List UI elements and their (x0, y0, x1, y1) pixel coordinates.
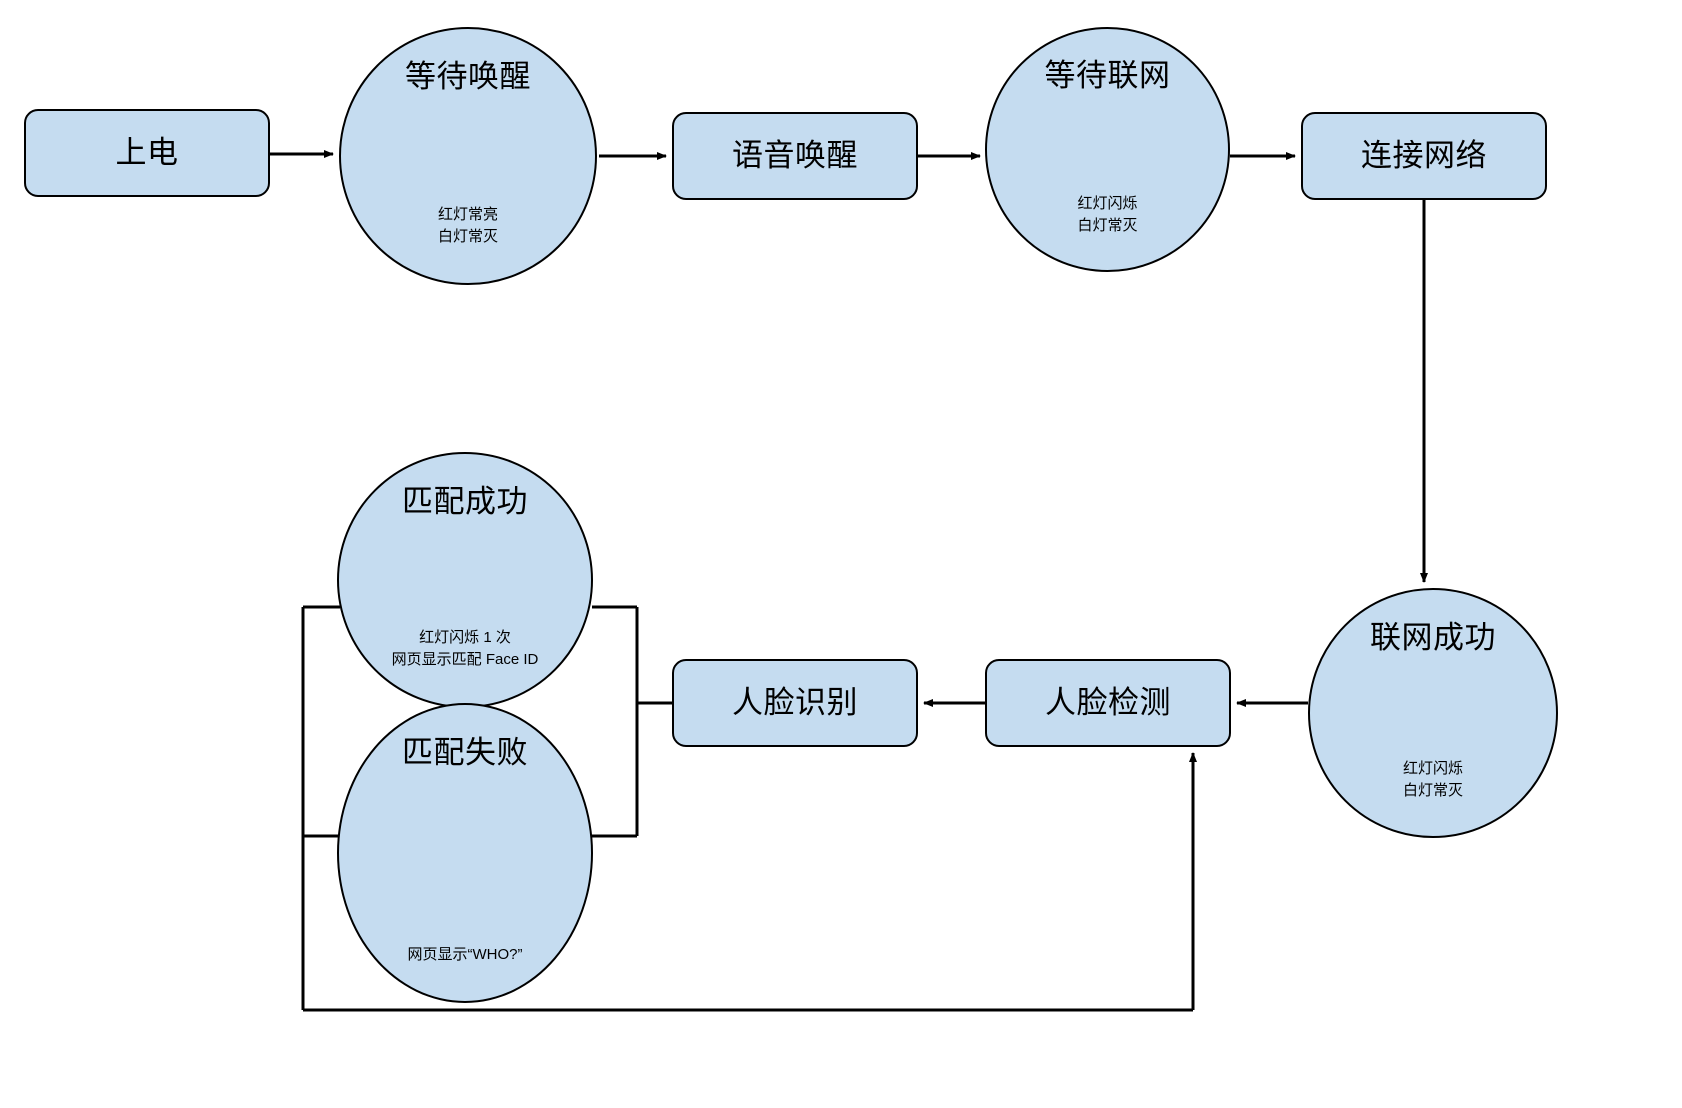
node-face-detect[interactable]: 人脸检测 (985, 659, 1231, 747)
node-wait-wakeup-sub: 红灯常亮 白灯常灭 (437, 205, 498, 245)
node-match-fail[interactable]: 匹配失败 网页显示“WHO?” (337, 703, 593, 1003)
node-match-fail-title: 匹配失败 (402, 735, 528, 771)
node-connect-network-title: 连接网络 (1361, 138, 1487, 174)
node-match-success-title: 匹配成功 (402, 484, 528, 520)
node-network-success-title: 联网成功 (1370, 619, 1496, 655)
node-network-success[interactable]: 联网成功 红灯闪烁 白灯常灭 (1308, 588, 1558, 838)
node-power-on[interactable]: 上电 (24, 109, 270, 197)
node-face-recognize[interactable]: 人脸识别 (672, 659, 918, 747)
node-match-success[interactable]: 匹配成功 红灯闪烁 1 次 网页显示匹配 Face ID (337, 452, 593, 708)
node-voice-wakeup-title: 语音唤醒 (732, 138, 858, 174)
node-power-on-title: 上电 (115, 135, 179, 171)
node-network-success-sub: 红灯闪烁 白灯常灭 (1402, 760, 1463, 799)
node-face-detect-title: 人脸检测 (1045, 685, 1171, 721)
node-wait-network-title: 等待联网 (1044, 57, 1171, 93)
node-voice-wakeup[interactable]: 语音唤醒 (672, 112, 918, 200)
node-match-fail-sub: 网页显示“WHO?” (407, 945, 523, 963)
node-match-success-sub: 红灯闪烁 1 次 网页显示匹配 Face ID (391, 629, 539, 668)
node-wait-network-sub: 红灯闪烁 白灯常灭 (1077, 194, 1138, 234)
node-connect-network[interactable]: 连接网络 (1301, 112, 1547, 200)
node-wait-wakeup[interactable]: 等待唤醒 红灯常亮 白灯常灭 (339, 27, 597, 285)
node-face-recognize-title: 人脸识别 (732, 685, 858, 721)
node-wait-wakeup-title: 等待唤醒 (405, 59, 531, 95)
node-wait-network[interactable]: 等待联网 红灯闪烁 白灯常灭 (985, 27, 1230, 272)
